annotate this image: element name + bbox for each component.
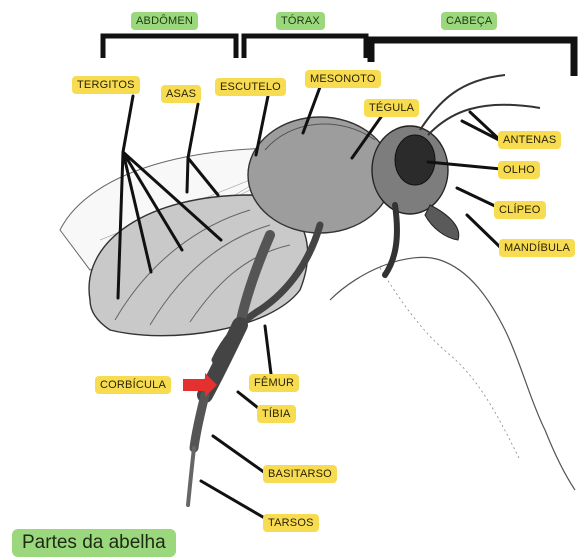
mandible-shape [425, 205, 459, 240]
hind-leg-basitarsus [194, 395, 205, 448]
label-tegula: TÉGULA [364, 99, 419, 117]
leader-basitarso [213, 436, 268, 475]
label-basitarso: BASITARSO [263, 465, 337, 483]
label-tarsos: TARSOS [263, 514, 319, 532]
abdomen-bracket [103, 36, 236, 58]
hind-leg-tarsi [188, 448, 194, 505]
leader-clipeo [457, 188, 497, 207]
label-clipeo: CLÍPEO [494, 201, 546, 219]
label-escutelo: ESCUTELO [215, 78, 286, 96]
leader-femur [265, 326, 271, 374]
diagram-caption: Partes da abelha [12, 529, 176, 557]
label-femur: FÊMUR [249, 374, 299, 392]
compound-eye [395, 135, 435, 185]
label-mesonoto: MESONOTO [305, 70, 381, 88]
label-mandibula: MANDÍBULA [499, 239, 575, 257]
label-cabeca: CABEÇA [441, 12, 497, 30]
cabeca-bracket [371, 40, 574, 76]
label-abdomen: ABDÔMEN [131, 12, 198, 30]
rock-outline-inner [380, 268, 520, 460]
rock-outline [330, 257, 575, 490]
label-tergitos: TERGITOS [72, 76, 140, 94]
torax-bracket [244, 36, 366, 58]
label-torax: TÓRAX [276, 12, 325, 30]
label-olho: OLHO [498, 161, 540, 179]
leader-mandibula [467, 215, 500, 247]
leader-antenas [462, 112, 501, 141]
label-corbicula: CORBÍCULA [95, 376, 171, 394]
label-tibia: TÍBIA [257, 405, 296, 423]
label-antenas: ANTENAS [498, 131, 561, 149]
leader-tarsos [201, 481, 268, 520]
label-asas: ASAS [161, 85, 201, 103]
